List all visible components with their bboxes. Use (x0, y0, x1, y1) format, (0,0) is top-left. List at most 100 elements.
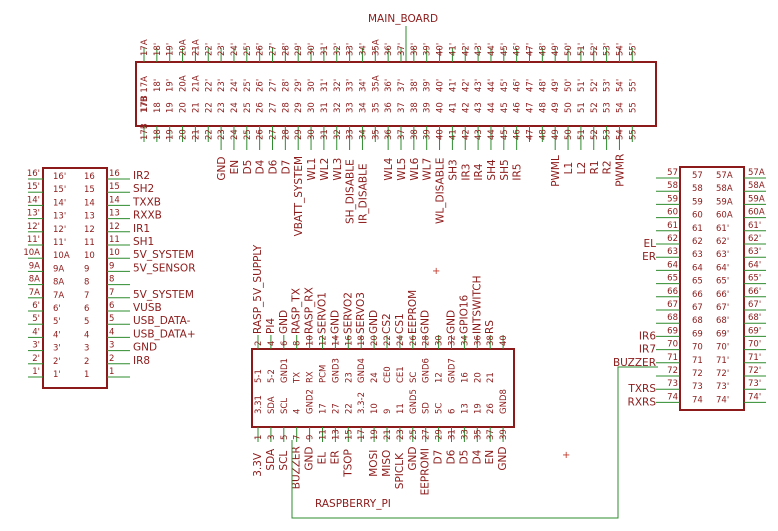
main-bottom-pin-label: 54 (615, 129, 625, 140)
left-ext-left-label: 1' (32, 367, 40, 377)
rpi-top-pin-number: 38 (486, 335, 496, 346)
right-ext-right-label: 66' (748, 287, 761, 297)
left-ext-left-label: 12' (27, 222, 40, 232)
rpi-top-net-label: SERVO1 (317, 292, 329, 334)
rpi-title: RASPBERRY_PI (315, 498, 391, 510)
main-top-pin-label: 25' (243, 43, 253, 56)
main-inner-top-label: 35A (371, 75, 381, 92)
main-inner-bottom-label: 41 (448, 102, 458, 113)
main-bottom-pin-label: 49 (551, 129, 561, 140)
right-ext-right-label: 68' (748, 313, 761, 323)
rpi-inner-top-label: 20 (473, 372, 483, 383)
right-inner-right-label: 59A (716, 197, 733, 207)
main-net-label: WL4 (383, 157, 395, 180)
main-top-pin-label: 23' (217, 43, 227, 56)
rpi-bottom-pin-number: 29 (435, 429, 445, 440)
main-top-pin-label: 46' (513, 43, 523, 56)
right-ext-right-label: 73' (748, 379, 761, 389)
left-ext-right-label: 11 (109, 235, 120, 245)
left-ext-right-label: 3 (109, 341, 114, 351)
right-inner-right-label: 61' (716, 224, 729, 234)
main-top-pin-label: 51' (577, 43, 587, 56)
main-top-pin-label: 55' (628, 43, 638, 56)
right-ext-right-label: 70' (748, 340, 761, 350)
right-ext-left-label: 67 (667, 300, 678, 310)
rpi-top-pin-number: 26 (409, 335, 419, 346)
main-bottom-pin-label: 46 (513, 129, 523, 140)
rpi-bottom-net-label: MOSI (368, 450, 380, 477)
main-inner-top-label: 36' (384, 79, 394, 92)
right-inner-right-label: 70' (716, 343, 729, 353)
left-inner-left-label: 15' (53, 185, 66, 195)
rpi-top-pin-number: 6 (280, 341, 290, 346)
main-bottom-pin-label: 45 (500, 129, 510, 140)
rpi-top-net-label: SERVO3 (355, 292, 367, 334)
main-net-label: WL1 (306, 158, 318, 181)
main-bottom-pin-label: 31 (320, 129, 330, 140)
rpi-bottom-pin-number: 37 (486, 429, 496, 440)
right-inner-right-label: 64' (716, 263, 729, 273)
main-inner-bottom-label: 44 (487, 102, 497, 113)
left-inner-left-label: 5' (53, 317, 61, 327)
rpi-inner-top-label: 5-2 (267, 369, 277, 383)
rpi-top-net-label: RASP_RX (304, 287, 316, 334)
left-inner-right-label: 7 (84, 291, 89, 301)
main-inner-top-label: 25' (243, 79, 253, 92)
rpi-top-net-label: PI4 (265, 318, 277, 334)
main-inner-bottom-label: 26 (256, 102, 266, 113)
right-ext-right-label: 62' (748, 234, 761, 244)
left-inner-left-label: 14' (53, 198, 66, 208)
left-ext-right-label: 1 (109, 367, 114, 377)
main-inner-top-label: 33' (346, 79, 356, 92)
right-net-label: EL (644, 238, 657, 250)
rpi-top-net-label: GND (446, 310, 458, 334)
right-ext-left-label: 64 (667, 260, 678, 270)
right-ext-left-label: 62 (667, 234, 678, 244)
main-inner-top-label: 27' (269, 79, 279, 92)
right-net-label: ER (642, 251, 656, 263)
main-inner-top-label: 19' (166, 79, 176, 92)
main-inner-top-label: 24' (230, 79, 240, 92)
left-ext-right-label: 8 (109, 275, 114, 285)
left-ext-right-label: 2 (109, 354, 114, 364)
main-inner-top-label: 32' (333, 79, 343, 92)
rpi-top-pin-number: 24 (396, 335, 406, 346)
main-bottom-pin-label: 24 (230, 129, 240, 140)
left-ext-left-label: 6' (32, 301, 40, 311)
right-inner-right-label: 63' (716, 250, 729, 260)
rpi-inner-bottom-label: 5C (435, 403, 445, 414)
main-bottom-pin-label: 51 (577, 129, 587, 140)
main-inner-top-label: 51' (577, 79, 587, 92)
rpi-bottom-net-label: GND (407, 447, 419, 471)
left-inner-left-label: 3' (53, 344, 61, 354)
left-ext-left-label: 14' (27, 195, 40, 205)
rpi-bottom-net-label: D5 (458, 450, 470, 465)
main-bottom-pin-label: 41 (448, 129, 458, 140)
left-inner-right-label: 13 (84, 212, 95, 222)
right-ext-right-label: 61' (748, 221, 761, 231)
main-net-label: SH5 (499, 159, 511, 180)
main-inner-bottom-label: 40 (436, 102, 446, 113)
right-inner-left-label: 70 (692, 343, 703, 353)
main-bottom-pin-label: 33 (346, 129, 356, 140)
rpi-top-pin-number: 14 (331, 335, 341, 346)
rpi-top-pin-number: 4 (267, 341, 277, 346)
main-top-pin-label: 44' (487, 43, 497, 56)
rpi-bottom-net-label: SDA (265, 448, 277, 471)
main-top-pin-label: 26' (256, 43, 266, 56)
rpi-top-pin-number: 32 (448, 335, 458, 346)
main-bottom-pin-label: 30 (307, 129, 317, 140)
left-ext-left-label: 15' (27, 182, 40, 192)
right-inner-left-label: 69 (692, 329, 703, 339)
rpi-top-net-label: RASP_5V_SUPPLY (252, 244, 264, 334)
rpi-bottom-pin-number: 19 (370, 429, 380, 440)
main-net-label: WL7 (422, 158, 434, 181)
right-inner-right-label: 62' (716, 237, 729, 247)
main-top-pin-label: 20A (179, 39, 189, 56)
right-inner-right-label: 66' (716, 290, 729, 300)
main-inner-top-label: 40' (436, 79, 446, 92)
main-bottom-pin-label: 50 (564, 129, 574, 140)
main-bottom-pin-label: 18 (153, 129, 163, 140)
main-top-pin-label: 30' (307, 43, 317, 56)
